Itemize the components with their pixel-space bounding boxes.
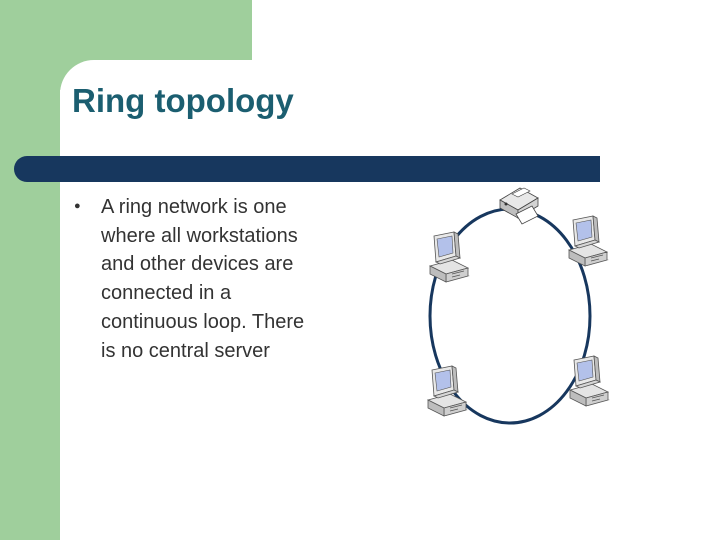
slide-title: Ring topology bbox=[72, 82, 294, 119]
workstation-icon bbox=[568, 215, 610, 267]
workstation-icon bbox=[427, 365, 469, 417]
content-panel bbox=[60, 60, 720, 540]
workstation-icon bbox=[569, 355, 611, 407]
bullet-text: A ring network is one where all workstat… bbox=[101, 193, 363, 365]
workstation-icon bbox=[429, 231, 471, 283]
bullet-line: where all workstations bbox=[101, 224, 298, 247]
bullet-line: A ring network is one bbox=[101, 196, 287, 218]
bullet-line: is no central server bbox=[101, 339, 270, 362]
bullet-line: and other devices are bbox=[101, 253, 294, 276]
bullet-line: continuous loop. There bbox=[101, 310, 305, 333]
bullet-marker: ● bbox=[74, 200, 81, 212]
green-accent-left bbox=[0, 0, 60, 540]
bullet-line: connected in a bbox=[101, 282, 232, 305]
printer-icon bbox=[499, 187, 539, 225]
ring-network-diagram bbox=[427, 187, 611, 425]
title-divider-bar bbox=[14, 156, 600, 182]
